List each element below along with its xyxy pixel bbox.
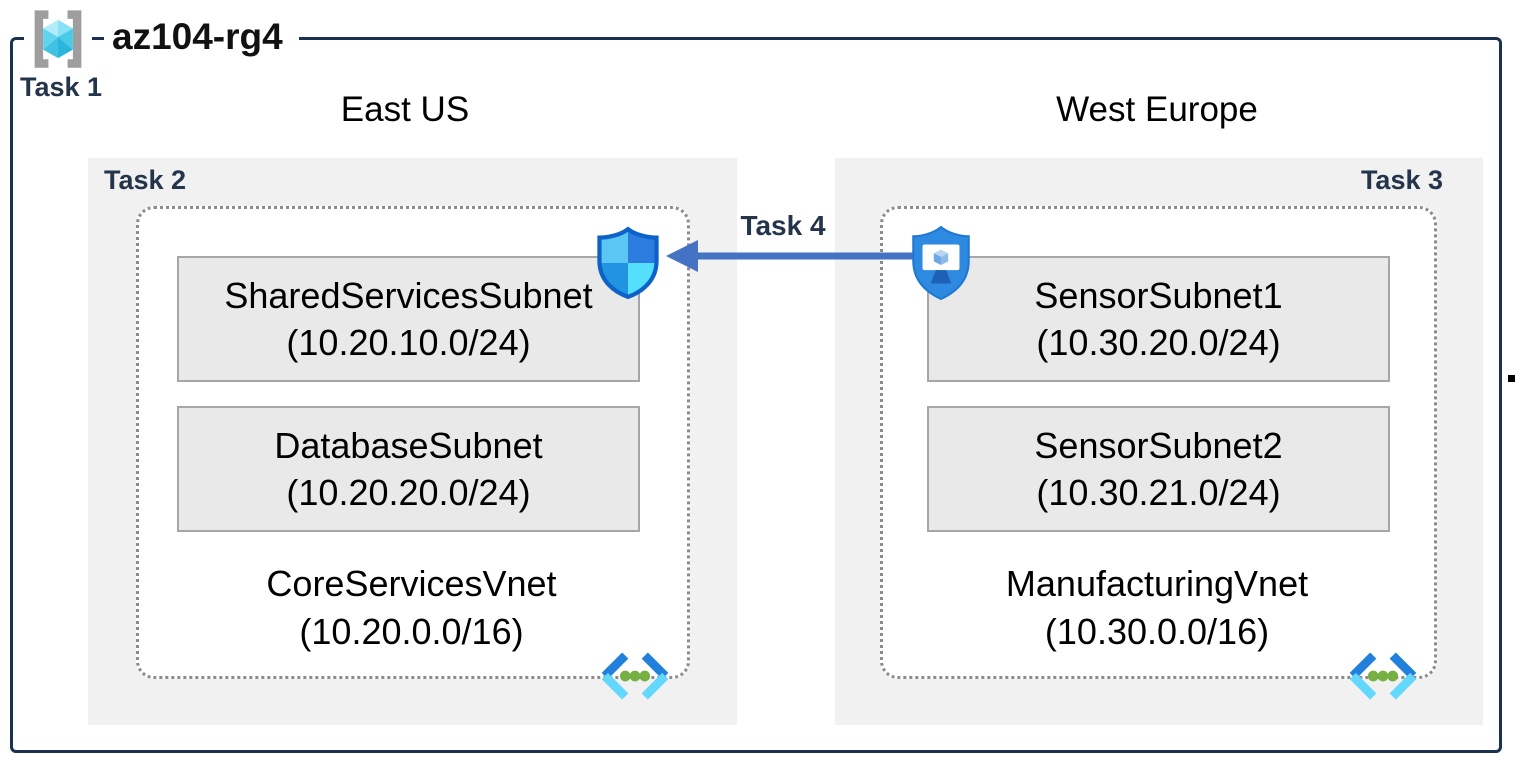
virtual-network-icon-west <box>1349 652 1417 700</box>
vnet-label-east: CoreServicesVnet (10.20.0.0/16) <box>136 560 687 656</box>
page-title: az104-rg4 <box>104 16 299 64</box>
stray-dash-mark <box>1508 375 1515 382</box>
resource-group-boundary <box>10 37 1502 753</box>
nsg-shield-icon <box>597 226 659 300</box>
subnet-cidr: (10.30.21.0/24) <box>1036 472 1281 513</box>
subnet-name: DatabaseSubnet <box>274 425 543 466</box>
subnet-cidr: (10.20.10.0/24) <box>286 322 531 363</box>
task-3-label: Task 3 <box>1360 165 1443 195</box>
task-1-label: Task 1 <box>20 72 103 102</box>
region-label-west-europe: West Europe <box>1056 90 1258 129</box>
subnet-box-database: DatabaseSubnet (10.20.20.0/24) <box>177 406 640 532</box>
task-4-label: Task 4 <box>740 210 826 241</box>
resource-group-icon <box>24 5 92 73</box>
region-label-east-us: East US <box>340 90 470 129</box>
vnet-name: ManufacturingVnet <box>1005 563 1309 604</box>
subnet-cidr: (10.20.20.0/24) <box>286 472 531 513</box>
vnet-label-west: ManufacturingVnet (10.30.0.0/16) <box>880 560 1434 656</box>
virtual-network-icon-east <box>601 652 669 700</box>
subnet-name: SharedServicesSubnet <box>224 275 593 316</box>
subnet-box-shared-services: SharedServicesSubnet (10.20.10.0/24) <box>177 256 640 382</box>
vnet-name: CoreServicesVnet <box>266 563 557 604</box>
subnet-cidr: (10.30.20.0/24) <box>1036 322 1281 363</box>
subnet-box-sensor2: SensorSubnet2 (10.30.21.0/24) <box>927 406 1390 532</box>
peering-arrow <box>666 240 940 272</box>
task-2-label: Task 2 <box>104 165 187 195</box>
vnet-cidr: (10.20.0.0/16) <box>299 611 524 652</box>
vnet-cidr: (10.30.0.0/16) <box>1044 611 1270 652</box>
subnet-box-sensor1: SensorSubnet1 (10.30.20.0/24) <box>927 256 1390 382</box>
subnet-name: SensorSubnet1 <box>1034 275 1283 316</box>
subnet-name: SensorSubnet2 <box>1034 425 1283 466</box>
bastion-shield-monitor-icon <box>912 225 970 301</box>
